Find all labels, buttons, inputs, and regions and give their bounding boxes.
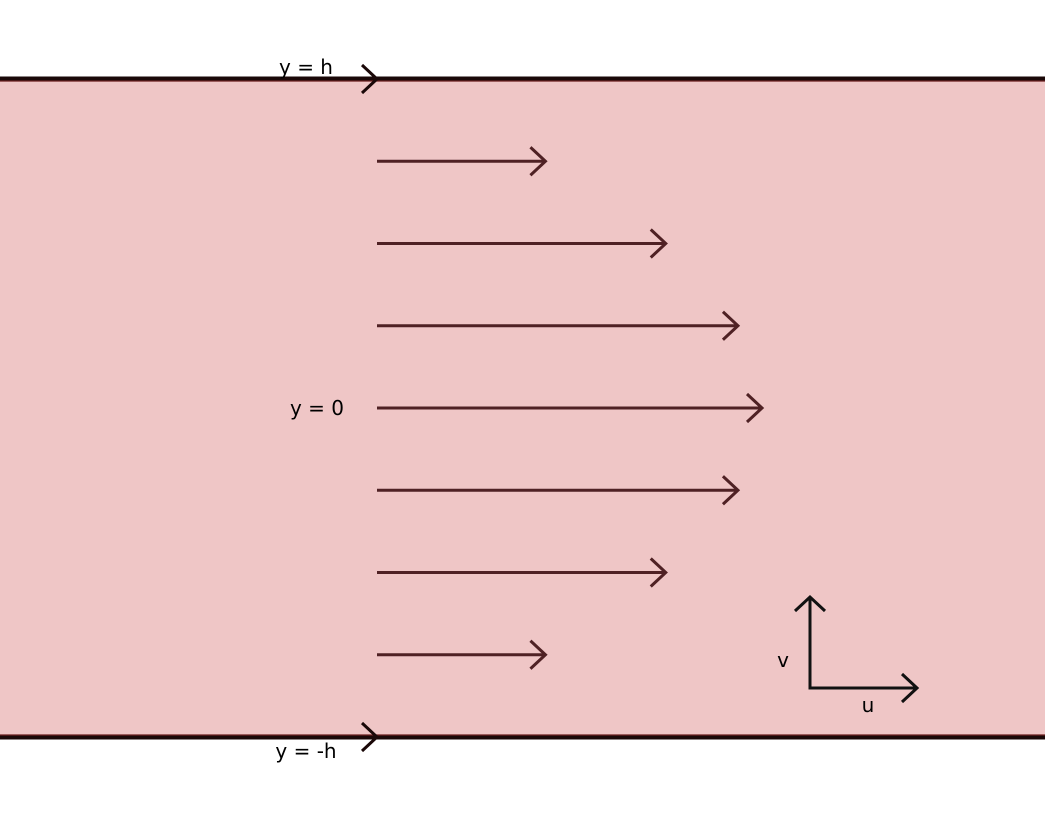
velocity-arrow [360,63,380,95]
axes-indicator [793,594,920,704]
velocity-arrow [377,557,668,588]
channel-walls [0,76,1045,740]
velocity-profile-arrows [360,63,765,753]
velocity-arrow [377,146,548,177]
velocity-arrow [360,721,380,753]
v-axis-label: v [777,648,789,672]
velocity-arrow [377,310,741,341]
bottom-wall-label: y = -h [275,739,336,763]
velocity-arrow [377,475,741,506]
velocity-arrow [377,228,668,259]
velocity-arrow [377,392,765,424]
u-axis-arrow [808,672,920,704]
velocity-arrow [377,639,548,670]
v-axis-arrow [793,594,827,688]
top-wall-label: y = h [279,55,333,79]
centerline-label: y = 0 [290,396,344,420]
u-axis-label: u [862,693,875,717]
